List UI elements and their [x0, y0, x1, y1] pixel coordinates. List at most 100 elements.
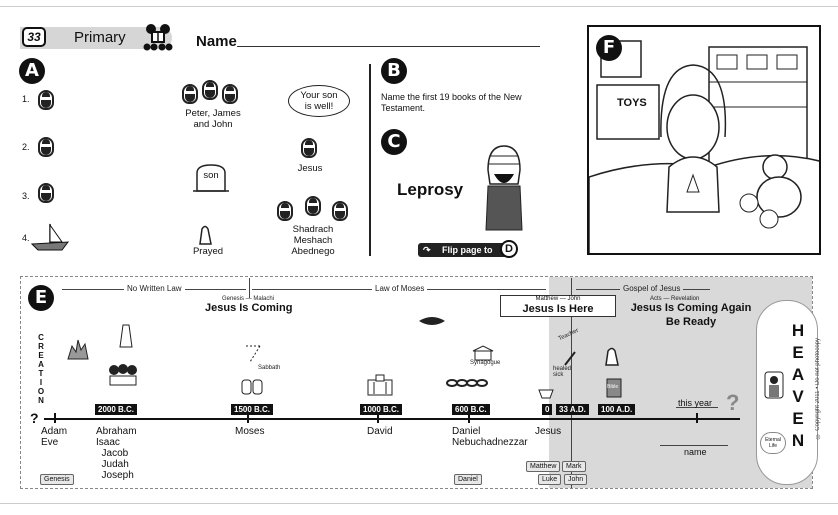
acts-revelation-label: Acts — Revelation: [650, 296, 700, 302]
genesis-malachi-label: Genesis — Malachi: [222, 296, 275, 302]
patriarchs-label: Abraham Isaac Jacob Judah Joseph: [96, 426, 137, 481]
jesus-label: Jesus: [297, 163, 323, 174]
book-john: John: [564, 474, 588, 485]
leprosy-label: Leprosy: [397, 180, 464, 199]
date-1000bc: 1000 B.C.: [360, 404, 403, 415]
adam-tick: [54, 413, 56, 423]
family-group-icon: [109, 364, 137, 386]
book-daniel: Daniel: [454, 474, 482, 485]
man-face-icon: [182, 84, 198, 104]
this-year-tick: [696, 413, 698, 423]
bible-label: Bible: [607, 384, 619, 390]
date-100ad: 100 A.D.: [598, 404, 636, 415]
synagogue-label: Synagogue: [470, 360, 501, 366]
section-e-badge: E: [28, 285, 54, 311]
man-face-icon: [305, 196, 321, 216]
era-divider: [571, 278, 572, 488]
healed-sick-label: healed sick: [553, 366, 572, 378]
praying-hands-icon: [605, 347, 619, 366]
heaven-vertical-word: H E A V E N: [788, 320, 808, 452]
era-law-of-moses: Law of Moses: [372, 284, 428, 293]
book-luke: Luke: [538, 474, 562, 485]
praying-girl-illustration: [589, 40, 819, 253]
moses-label: Moses: [235, 426, 265, 437]
disciples-label: Peter, James and John: [185, 108, 241, 130]
creation-letter: O: [37, 387, 45, 396]
creation-letter: T: [38, 369, 44, 378]
david-tick: [377, 413, 379, 423]
creation-letter: R: [38, 342, 44, 351]
crutch-icon: [564, 351, 576, 366]
moses-tick: [247, 413, 249, 423]
man-face-icon: [332, 201, 348, 221]
temple-icon: [367, 374, 393, 396]
creation-letter: I: [39, 378, 43, 387]
sabbath-label: Sabbath: [258, 365, 281, 371]
date-zero: 0: [542, 404, 553, 415]
date-1500bc: 1500 B.C.: [231, 404, 274, 415]
eternal-life-cloud: Eternal Life: [760, 432, 786, 454]
book-genesis: Genesis: [40, 474, 74, 485]
section-a-badge: A: [19, 58, 45, 84]
bible-icon: [606, 378, 622, 398]
date-600bc: 600 B.C.: [452, 404, 490, 415]
lips-icon: [419, 317, 445, 325]
jesus-is-here-box: Matthew — John Jesus Is Here: [500, 295, 616, 317]
era-no-written-law: No Written Law: [124, 284, 185, 293]
column-divider: [369, 64, 371, 256]
be-ready-label: Be Ready: [665, 316, 717, 328]
jesus-timeline-label: Jesus: [535, 426, 562, 437]
level-label: Primary: [74, 29, 126, 46]
fire-icon: [67, 339, 89, 360]
date-2000bc: 2000 B.C.: [95, 404, 138, 415]
creation-letter: C: [38, 333, 44, 342]
flip-page-label: Flip page to: [442, 245, 493, 255]
name-label: name: [684, 447, 707, 457]
name-line[interactable]: [660, 445, 728, 446]
section-b-instruction: Name the first 19 books of the New Testa…: [381, 92, 522, 113]
boat-icon: [30, 223, 70, 251]
copyright-notice: © Copyright 2011 • Do not photocopy: [815, 338, 821, 439]
lesson-number: 33: [22, 27, 46, 47]
synagogue-icon: [472, 345, 494, 361]
sabbath-dashes-icon: [246, 345, 262, 363]
this-year-line[interactable]: [676, 407, 718, 408]
bottom-rule: [0, 503, 838, 504]
toy-box-label: TOYS: [617, 97, 647, 109]
this-year-label: this year: [678, 398, 713, 408]
book-mark: Mark: [562, 461, 586, 472]
era-divider: [249, 278, 250, 298]
creation-letter: A: [38, 360, 44, 369]
lesson-tab: [20, 27, 172, 49]
david-label: David: [367, 426, 393, 437]
row-number-3: 3.: [22, 191, 30, 201]
section-b-badge: B: [381, 58, 407, 84]
praying-hands-icon: [199, 225, 212, 245]
name-field-line[interactable]: [237, 46, 540, 47]
flip-page-button[interactable]: ↷ Flip page to: [418, 243, 515, 257]
robe-icon: [119, 324, 133, 348]
family-icon: [143, 24, 173, 51]
creation-letter: E: [38, 351, 44, 360]
name-label: Name: [196, 33, 237, 50]
top-rule: [0, 6, 838, 7]
man-face-icon: [277, 201, 293, 221]
section-f-badge: F: [596, 35, 622, 61]
jesus-is-here-label: Jesus Is Here: [522, 303, 594, 315]
jesus-coming-again-label: Jesus Is Coming Again: [630, 302, 752, 314]
tablets-icon: [241, 379, 263, 395]
heaven-letter: N: [791, 431, 805, 450]
creation-vertical-word: C R E A T I O N: [36, 333, 46, 405]
flip-target-badge: D: [500, 240, 518, 258]
jesus-is-coming-label: Jesus Is Coming: [205, 302, 293, 314]
gravestone-icon: [193, 164, 229, 192]
manger-icon: [538, 389, 554, 399]
throne-icon: [764, 371, 784, 399]
heaven-letter: E: [792, 409, 804, 428]
heaven-letter: E: [792, 343, 804, 362]
row-number-2: 2.: [22, 142, 30, 152]
era-gospel-of-jesus: Gospel of Jesus: [620, 284, 684, 293]
creation-letter: N: [38, 396, 44, 405]
son-label: son: [203, 170, 219, 181]
section-f-picture: F TOYS: [587, 25, 821, 255]
